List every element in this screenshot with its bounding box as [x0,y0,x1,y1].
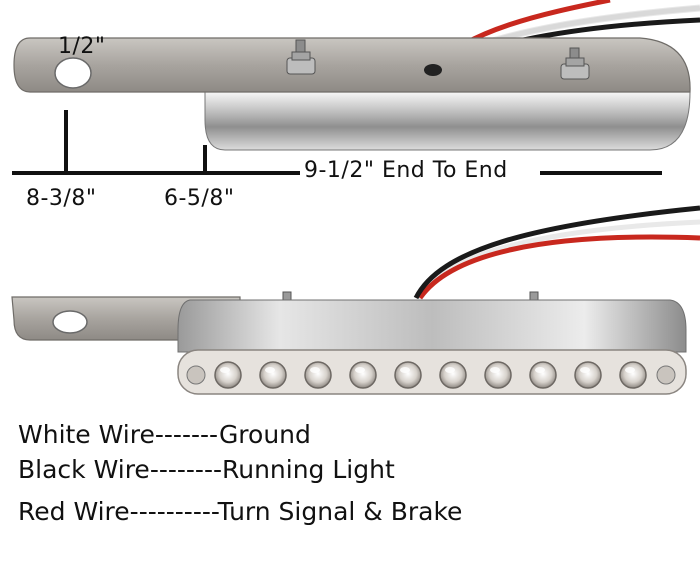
led-highlight [355,367,365,373]
overall-length-label: 9-1/2" End To End [304,158,508,183]
top-view [12,0,700,175]
led-highlight [400,367,410,373]
led-highlight [265,367,275,373]
hole-size-label: 1/2" [58,34,106,59]
led-10 [619,361,647,389]
led-highlight [580,367,590,373]
legend-red-wire: Red Wire----------Turn Signal & Brake [18,497,462,526]
led-highlight [445,367,455,373]
led-2 [259,361,287,389]
led-1 [214,361,242,389]
wire-function: Ground [218,420,311,449]
led-8 [529,361,557,389]
led-7 [484,361,512,389]
wire-function: Turn Signal & Brake [217,497,463,526]
led-highlight [220,367,230,373]
wire-name: White Wire [18,420,155,449]
legend-black-wire: Black Wire--------Running Light [18,455,395,484]
wire-grommet [424,64,442,76]
mid-length-label: 6-5/8" [164,186,235,211]
led-lens-strip [177,349,687,395]
stud-right [560,47,590,80]
led-9 [574,361,602,389]
wire-function: Running Light [221,455,395,484]
led-5 [394,361,422,389]
steel-bracket-top [13,37,691,93]
wire-name: Red Wire [18,497,130,526]
leader-dashes: ---------- [129,497,218,526]
legend-white-wire: White Wire-------Ground [18,420,311,449]
left-length-label: 8-3/8" [26,186,97,211]
stud-left [286,39,316,75]
bottom-view [11,205,700,395]
led-4 [349,361,377,389]
leader-dashes: ------- [154,420,219,449]
led-array [186,361,676,389]
led-highlight [535,367,545,373]
led-highlight [310,367,320,373]
mounting-hole-bottom [52,310,88,334]
led-highlight [490,367,500,373]
leader-dashes: -------- [149,455,222,484]
dimension-lines [12,110,662,175]
led-highlight [625,367,635,373]
wire-name: Black Wire [18,455,150,484]
chrome-housing-top [204,91,691,151]
led-3 [304,361,332,389]
chrome-housing-front [177,299,687,353]
mounting-hole-top [54,57,92,89]
led-6 [439,361,467,389]
